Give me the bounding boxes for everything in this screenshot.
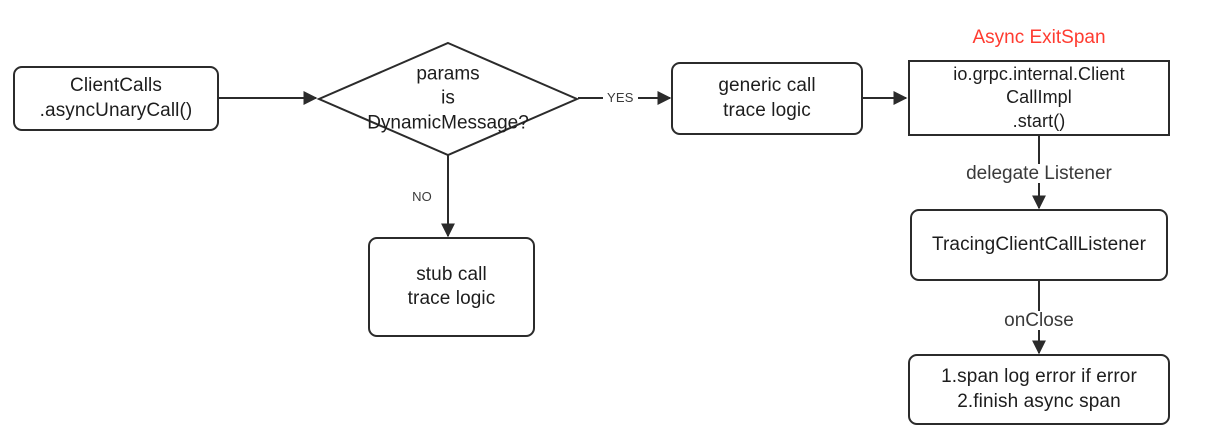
- node-client-calls[interactable]: ClientCalls .asyncUnaryCall(): [13, 66, 219, 131]
- edge-label-onclose: onClose: [1000, 311, 1078, 330]
- annotation-async-exit-span: Async ExitSpan: [972, 27, 1106, 48]
- edge-label-delegate-listener: delegate Listener: [962, 164, 1116, 183]
- node-stub-call-label: stub call trace logic: [407, 263, 496, 309]
- node-client-call-impl[interactable]: io.grpc.internal.Client CallImpl .start(…: [908, 60, 1170, 136]
- node-stub-call[interactable]: stub call trace logic: [368, 237, 535, 337]
- node-onclose-actions-label: 1.span log error if error 2.finish async…: [941, 366, 1137, 412]
- edge-label-yes: YES: [603, 91, 638, 104]
- node-client-call-impl-label: io.grpc.internal.Client CallImpl .start(…: [953, 64, 1125, 131]
- node-generic-call-label: generic call trace logic: [718, 75, 816, 121]
- node-onclose-actions[interactable]: 1.span log error if error 2.finish async…: [908, 354, 1170, 425]
- node-client-calls-label: ClientCalls .asyncUnaryCall(): [39, 75, 193, 121]
- node-generic-call[interactable]: generic call trace logic: [671, 62, 863, 135]
- edge-label-no: NO: [408, 190, 436, 203]
- decision-diamond-shape: [316, 41, 580, 157]
- node-tracing-client-call-listener-label: TracingClientCallListener: [931, 233, 1147, 255]
- node-decision-dynamicmessage[interactable]: params is DynamicMessage?: [316, 41, 580, 157]
- node-tracing-client-call-listener[interactable]: TracingClientCallListener: [910, 209, 1168, 281]
